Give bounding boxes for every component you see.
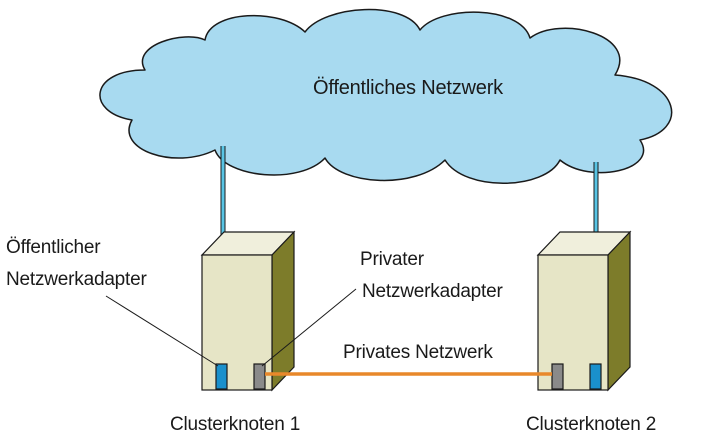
cluster-node-1-label: Clusterknoten 1: [170, 414, 301, 435]
private-adapter-leader-line: [261, 288, 357, 367]
public-adapter-label-line-2: Netzwerkadapter: [6, 269, 147, 290]
node-2-public-port: [589, 363, 602, 390]
node-2-private-port: [551, 363, 564, 390]
public-network-cloud: [99, 8, 673, 184]
public-adapter-leader-line: [105, 295, 219, 367]
cluster-node-1: [200, 230, 296, 392]
private-adapter-label-line-1: Privater: [360, 249, 424, 270]
public-adapter-label-line-1: Öffentlicher: [6, 237, 101, 258]
cluster-node-2-label: Clusterknoten 2: [526, 414, 657, 435]
node-1-side: [271, 230, 295, 392]
node-2-side: [607, 230, 631, 392]
private-adapter-label-line-2: Netzwerkadapter: [362, 281, 503, 302]
public-network-label: Öffentliches Netzwerk: [313, 77, 503, 99]
node-1-public-port: [215, 363, 228, 390]
private-network-label: Privates Netzwerk: [343, 342, 493, 363]
node-1-private-port: [253, 363, 266, 390]
cluster-node-2: [536, 230, 632, 392]
